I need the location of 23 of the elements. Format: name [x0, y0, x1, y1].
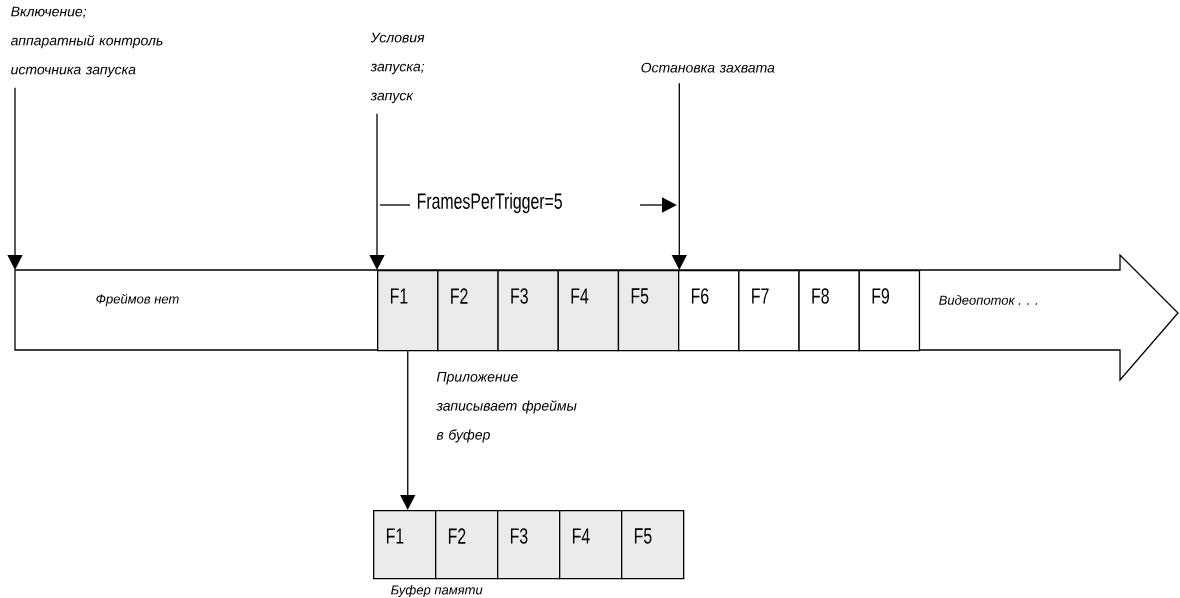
frame-cell: F9	[858, 270, 921, 352]
buffer-cell: F5	[621, 510, 685, 580]
frame-cell: F1	[377, 270, 439, 352]
buffer-cell: F3	[497, 510, 561, 580]
frame-cell: F8	[798, 270, 860, 352]
frame-cell: F7	[738, 270, 800, 352]
frame-cell: F5	[617, 270, 680, 352]
arrow	[369, 255, 385, 270]
event-label: Условия запуска; запуск	[370, 32, 425, 104]
buffer-cell: F2	[435, 510, 499, 580]
edge-label: Приложение записывает фреймы в буфер	[436, 371, 577, 443]
frame-cell: F4	[557, 270, 620, 352]
buffer-cell: F4	[559, 510, 623, 580]
buffer-cell: F1	[373, 510, 437, 580]
caption: Буфер памяти	[391, 584, 483, 598]
frame-cell: F2	[437, 270, 499, 352]
event-label: Включение; аппаратный контроль источника запуска	[10, 6, 163, 78]
event-label: Остановка захвата	[641, 62, 775, 73]
dimension-label: FramesPerTrigger=5	[417, 192, 562, 214]
frame-cell: F6	[678, 270, 740, 352]
arrow	[400, 350, 416, 510]
frame-cell: F3	[497, 270, 559, 352]
arrow	[7, 255, 23, 270]
